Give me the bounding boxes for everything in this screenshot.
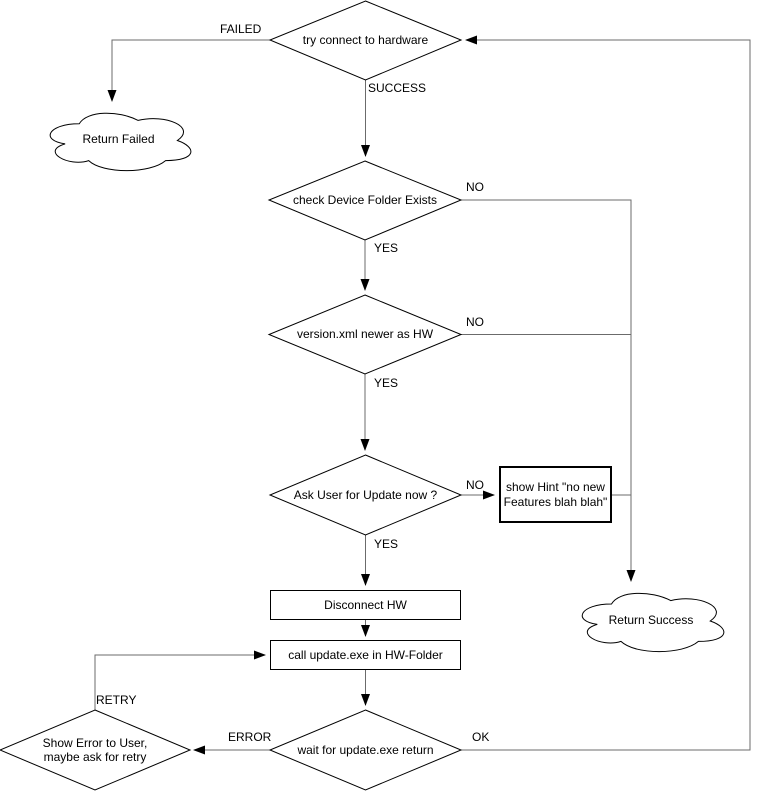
edge-label-error: ERROR <box>228 730 272 744</box>
edge-label-ask-yes: YES <box>374 537 399 551</box>
edge-check-folder-no <box>461 199 636 582</box>
decision-version-xml <box>267 294 463 375</box>
edge-label-success: SUCCESS <box>368 81 427 95</box>
node-label-wait-update: wait for update.exe return <box>297 743 434 757</box>
process-call-update <box>270 640 461 670</box>
edge-label-ok: OK <box>472 730 490 744</box>
decision-try-connect <box>268 0 463 81</box>
decision-ask-user <box>268 454 463 536</box>
process-disconnect-hw <box>270 590 461 620</box>
node-label-show-error: Show Error to User, maybe ask for retry <box>42 736 148 764</box>
node-label-return-failed: Return Failed <box>82 132 155 146</box>
cloud-return-failed <box>49 112 192 172</box>
decision-wait-update <box>268 709 463 791</box>
cloud-return-success <box>581 592 725 653</box>
edge-label-version-yes: YES <box>374 376 399 390</box>
process-show-hint <box>499 466 612 523</box>
decision-show-error <box>0 709 192 791</box>
node-label-return-success: Return Success <box>608 613 694 627</box>
edge-label-check-folder-yes: YES <box>374 241 399 255</box>
edge-label-version-no: NO <box>466 315 484 329</box>
edge-retry <box>94 650 266 710</box>
decision-check-device-folder <box>267 160 463 241</box>
node-label-try-connect: try connect to hardware <box>302 33 429 47</box>
node-label-ask-user: Ask User for Update now ? <box>293 488 438 502</box>
node-label-call-update: call update.exe in HW-Folder <box>288 647 443 662</box>
node-label-show-hint: show Hint "no new Features blah blah" <box>503 479 608 509</box>
node-label-disconnect-hw: Disconnect HW <box>324 597 407 612</box>
edge-failed <box>107 39 270 102</box>
edge-label-retry: RETRY <box>96 693 137 707</box>
edge-label-check-folder-no: NO <box>466 180 484 194</box>
edge-label-failed: FAILED <box>220 22 262 36</box>
edge-ok-loop <box>461 35 751 751</box>
node-label-check-device-folder: check Device Folder Exists <box>292 193 438 207</box>
edge-label-ask-no: NO <box>466 478 484 492</box>
node-label-version-xml: version.xml newer as HW <box>296 327 434 341</box>
